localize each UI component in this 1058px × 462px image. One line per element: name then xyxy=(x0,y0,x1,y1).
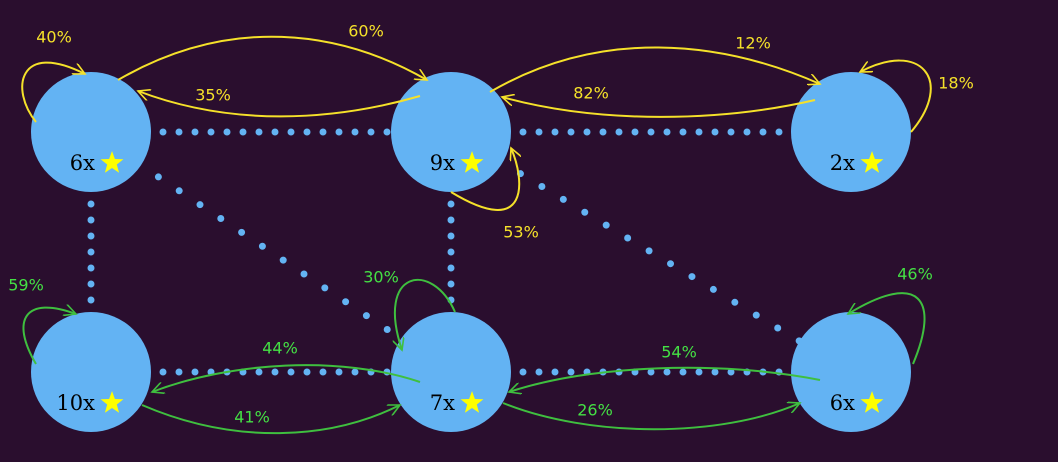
node-circle xyxy=(791,72,911,192)
transition-label-d-e: 41% xyxy=(234,408,270,427)
transition-arrow-c-b xyxy=(502,97,816,118)
transition-arrow-e-d xyxy=(152,364,421,392)
transition-arrow-a-b xyxy=(117,35,427,80)
star-icon xyxy=(860,391,884,413)
dotted-link-a-e xyxy=(134,159,408,345)
star-icon xyxy=(860,151,884,173)
transition-label-b-a: 35% xyxy=(195,86,231,105)
star-icon xyxy=(100,391,124,413)
transition-arrows xyxy=(21,35,932,435)
node-label: 7x xyxy=(430,391,455,415)
node-circle xyxy=(31,312,151,432)
star-icon xyxy=(100,151,124,173)
dotted-link-b-f xyxy=(495,157,807,347)
transition-label-a-b: 60% xyxy=(348,22,384,41)
node-label: 9x xyxy=(430,151,455,175)
node-circle xyxy=(31,72,151,192)
transition-arrow-e-f xyxy=(502,403,800,431)
node-label: 2x xyxy=(830,151,855,175)
star-icon xyxy=(460,391,484,413)
node-label: 6x xyxy=(830,391,855,415)
state-node-f: 6x xyxy=(791,312,911,432)
transition-label-a-a: 40% xyxy=(36,28,72,47)
transition-label-e-d: 44% xyxy=(262,339,298,358)
node-circle xyxy=(791,312,911,432)
state-node-e: 7x xyxy=(391,312,511,432)
transition-label-f-e: 54% xyxy=(661,343,697,362)
state-node-d: 10x xyxy=(31,312,151,432)
transition-label-b-b: 53% xyxy=(503,223,539,242)
state-node-b: 9x xyxy=(391,72,511,192)
transition-arrow-b-a xyxy=(138,91,421,118)
node-label: 6x xyxy=(70,151,95,175)
transition-arrow-e-e xyxy=(395,278,456,350)
transition-label-e-e: 30% xyxy=(363,268,399,287)
transition-arrow-c-c xyxy=(860,59,932,133)
node-circle xyxy=(391,312,511,432)
nodes: 6x 9x 2x 10x 7x 6x xyxy=(31,72,911,432)
transition-arrow-f-f xyxy=(848,292,926,365)
transition-arrow-b-b xyxy=(450,148,519,211)
transition-labels: 40% 60% 35% 12% 82% 18% 53% 59% 30% 46% 44% 41% 54% 2… xyxy=(8,22,974,427)
transition-arrow-f-e xyxy=(509,366,821,392)
node-label: 10x xyxy=(56,391,95,415)
transition-label-c-b: 82% xyxy=(573,84,609,103)
star-icon xyxy=(460,151,484,173)
transition-label-c-c: 18% xyxy=(938,74,974,93)
transition-label-b-c: 12% xyxy=(735,34,771,53)
transition-arrow-b-c xyxy=(489,46,820,93)
dotted-links xyxy=(87,128,807,376)
state-node-c: 2x xyxy=(791,72,911,192)
transition-arrow-d-e xyxy=(141,404,400,435)
state-node-a: 6x xyxy=(31,72,151,192)
transition-arrow-a-a xyxy=(21,61,85,123)
transition-label-d-d: 59% xyxy=(8,276,44,295)
node-circle xyxy=(391,72,511,192)
transition-label-e-f: 26% xyxy=(577,401,613,420)
transition-arrow-d-d xyxy=(22,308,76,365)
transition-label-f-f: 46% xyxy=(897,265,933,284)
